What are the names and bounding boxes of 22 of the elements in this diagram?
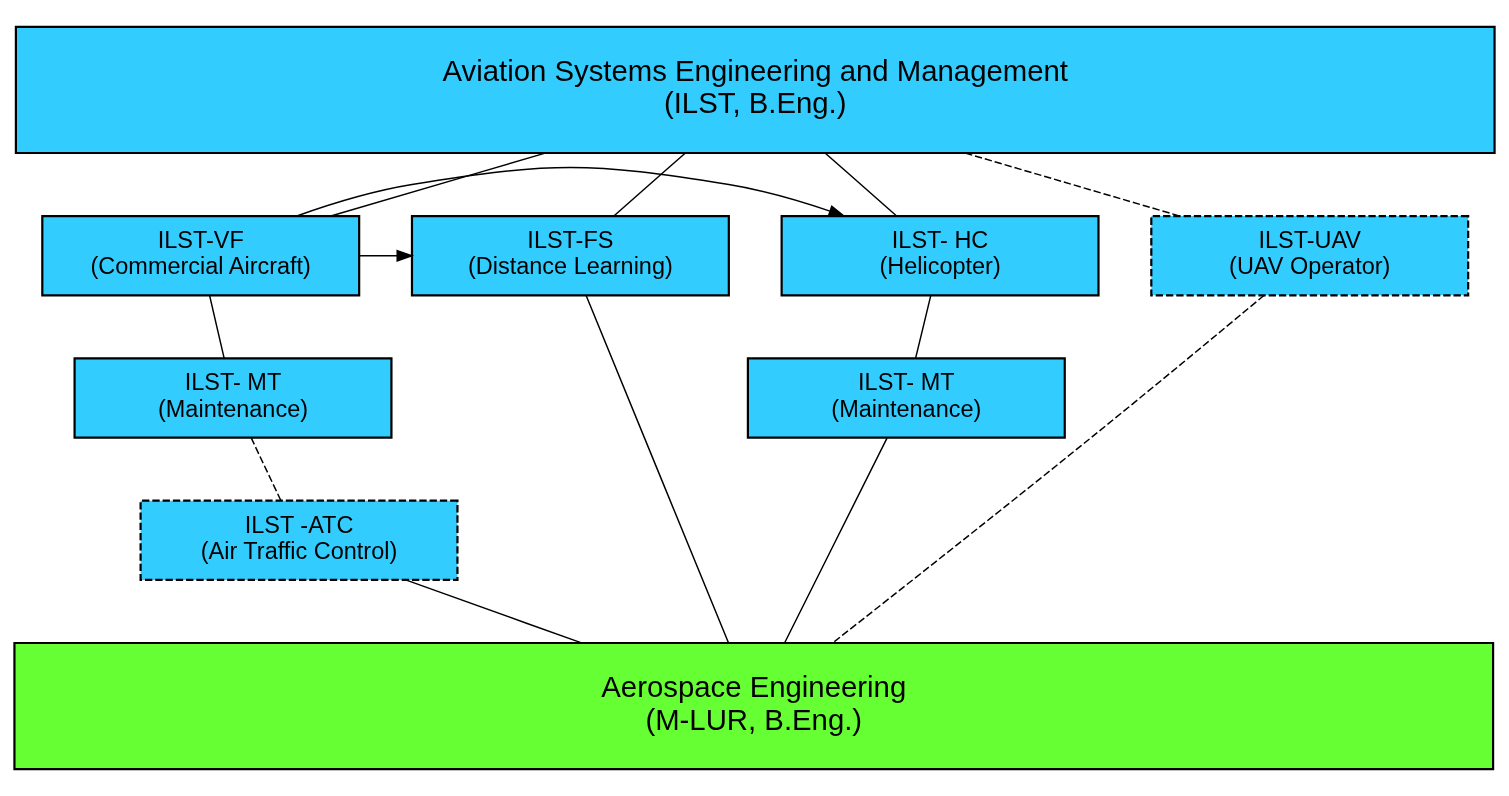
node-box: ILST -ATC (Air Traffic Control) [139, 499, 459, 581]
connector [208, 294, 225, 359]
node-box: Aviation Systems Engineering and Management (ILST, B.Eng.) [14, 25, 1496, 155]
connector [914, 294, 932, 359]
node-box: ILST- MT (Maintenance) [746, 357, 1066, 439]
connector [404, 579, 583, 644]
connector [964, 152, 1181, 217]
node-box: ILST-UAV (UAV Operator) [1150, 215, 1470, 297]
connector [832, 294, 1265, 644]
arrow [358, 249, 415, 262]
node-box: ILST-VF (Commercial Aircraft) [41, 215, 361, 297]
connector [784, 437, 888, 644]
connector [585, 294, 730, 644]
node-box: ILST- MT (Maintenance) [73, 357, 393, 439]
connector [250, 437, 282, 502]
connector [824, 152, 898, 217]
connector [613, 152, 686, 217]
node-box: ILST- HC (Helicopter) [780, 215, 1100, 297]
node-box: ILST-FS (Distance Learning) [410, 215, 730, 297]
node-box: Aerospace Engineering (M-LUR, B.Eng.) [13, 641, 1495, 771]
connector [330, 152, 546, 217]
arrow [296, 166, 847, 217]
